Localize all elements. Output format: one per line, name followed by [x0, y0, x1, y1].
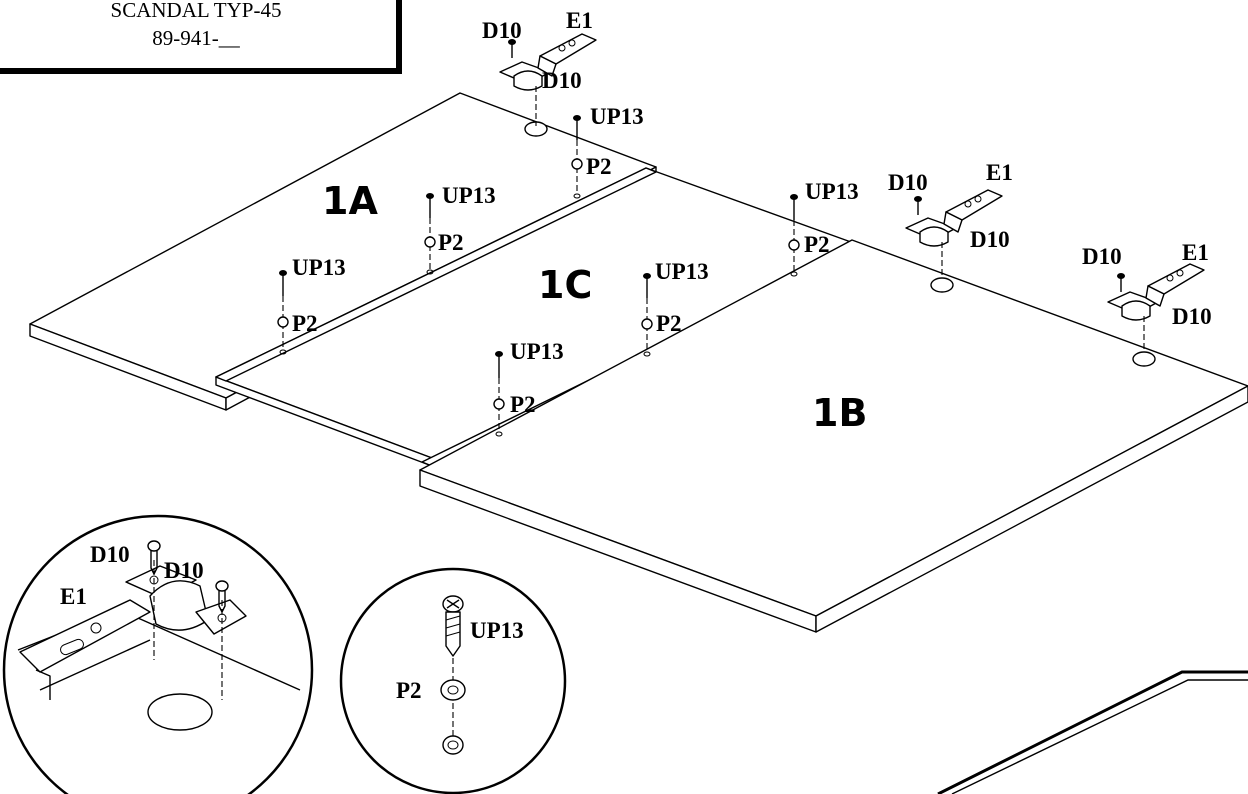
label-up13: UP13 — [805, 179, 859, 204]
screw-d10 — [914, 196, 922, 215]
screw-d10 — [215, 580, 229, 613]
screw-up13 — [442, 595, 464, 657]
hinge-assembly — [499, 33, 597, 126]
panel-1b — [419, 239, 1248, 633]
label-up13: UP13 — [442, 183, 496, 208]
label-up13: UP13 — [510, 339, 564, 364]
label-p2: P2 — [510, 392, 536, 417]
detail-label-up13: UP13 — [470, 618, 524, 643]
screw-cap-stack — [641, 273, 653, 357]
label-p2: P2 — [586, 154, 612, 179]
label-d10: D10 — [482, 18, 522, 43]
cap-hole — [442, 735, 464, 755]
cap-p2 — [440, 679, 466, 701]
label-d10: D10 — [542, 68, 582, 93]
label-up13: UP13 — [655, 259, 709, 284]
detail-screw: UP13 P2 — [339, 567, 567, 794]
label-p2: P2 — [292, 311, 318, 336]
label-p2: P2 — [438, 230, 464, 255]
detail-label-e1: E1 — [60, 584, 87, 609]
label-d10: D10 — [888, 170, 928, 195]
detail-hinge: D10 D10 E1 — [2, 514, 314, 794]
screw-cap-stack — [424, 193, 436, 275]
hinge-hole — [1132, 351, 1156, 367]
label-p2: P2 — [656, 311, 682, 336]
title-box: SCANDAL TYP-45 89-941-__ — [0, 0, 399, 71]
hinge-hole — [930, 277, 954, 293]
frame-corner — [937, 670, 1248, 794]
label-up13: UP13 — [292, 255, 346, 280]
product-code: 89-941-__ — [152, 26, 240, 50]
product-name: SCANDAL TYP-45 — [110, 0, 282, 22]
panel-label-1a: 1A — [322, 179, 378, 223]
screw-d10 — [1117, 273, 1125, 292]
screw-d10 — [147, 540, 161, 575]
screw-cap-stack — [788, 194, 800, 277]
screw-d10 — [508, 39, 516, 58]
label-p2: P2 — [804, 232, 830, 257]
panel-label-1b: 1B — [812, 391, 867, 435]
screw-cap-stack — [277, 270, 289, 355]
label-up13: UP13 — [590, 104, 644, 129]
detail-label-p2: P2 — [396, 678, 422, 703]
detail-label-d10: D10 — [90, 542, 130, 567]
label-d10: D10 — [1172, 304, 1212, 329]
label-d10: D10 — [970, 227, 1010, 252]
label-e1: E1 — [986, 160, 1013, 185]
screw-cap-stack — [571, 115, 583, 199]
screw-cap-stack — [493, 351, 505, 437]
label-d10: D10 — [1082, 244, 1122, 269]
label-e1: E1 — [566, 8, 593, 33]
detail-label-d10: D10 — [164, 558, 204, 583]
panel-label-1c: 1C — [538, 263, 592, 307]
hinge-assembly — [905, 189, 1003, 278]
hinge-assembly — [1107, 263, 1205, 352]
label-e1: E1 — [1182, 240, 1209, 265]
